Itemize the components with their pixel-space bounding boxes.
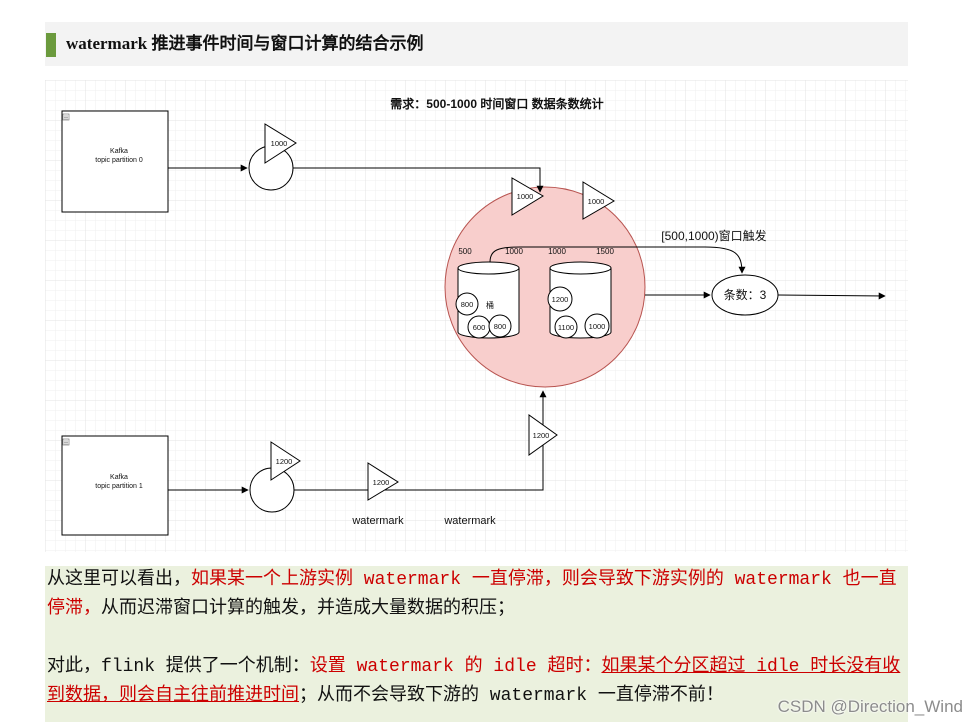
bucket-1-record-value: 600 [473,323,486,332]
kafka-partition-1-box [61,435,169,536]
bucket-1-record-value: 800 [494,322,507,331]
explanation-block: 从这里可以看出，如果某一个上游实例 watermark 一直停滞，则会导致下游实… [45,566,908,722]
paragraph-1: 从这里可以看出，如果某一个上游实例 watermark 一直停滞，则会导致下游实… [45,566,908,624]
bucket-2-record [584,313,610,339]
partition-0-subtitle: topic partition 0 [95,157,143,164]
watermark-label: watermark [443,515,496,527]
watermark-value: 1200 [276,457,293,466]
watermark-value: 1000 [271,139,288,148]
watermark-window-diagram: 需求：500-1000 时间窗口 数据条数统计 Kafka topic part… [45,80,908,552]
window-bound-label: 1000 [505,247,523,256]
paragraph-2-underlined-highlight: 如果某个分区超过 idle 时长没有收到数据，则会自主往前推进时间 [47,657,901,706]
paragraph-2-intro: 对此，flink 提供了一个机制： [47,657,310,677]
edge-window-trigger [489,246,746,274]
section-title: watermark 推进事件时间与窗口计算的结合示例 [66,34,424,53]
window-bound-label: 1500 [596,247,614,256]
bucket-label: 桶 [486,300,494,310]
bucket-2-record [547,286,573,312]
csdn-watermark: CSDN @Direction_Wind [777,697,963,716]
bucket-2-record-value: 1200 [552,295,569,304]
diagram-title: 需求：500-1000 时间窗口 数据条数统计 [390,96,603,111]
watermark-triangle [270,441,301,481]
window-bound-label: 500 [458,247,472,256]
bucket-1-record [455,292,479,316]
header-accent-bar [46,33,56,57]
window-trigger-label: [500,1000)窗口触发 [661,228,766,243]
partition-1-subtitle: topic partition 1 [95,483,143,490]
paragraph-2-conclusion: ；从而不会导致下游的 watermark 一直停滞不前！ [299,686,724,706]
result-count-text: 条数：3 [724,287,767,302]
kafka-partition-0-box [61,110,169,213]
paragraph-2-highlight: 设置 watermark 的 idle 超时： [309,657,602,677]
watermark-triangle [511,177,544,216]
bucket-1-record-value: 800 [461,300,474,309]
watermark-value: 1000 [588,197,605,206]
partition-1-name: Kafka [110,474,128,481]
watermark-triangle [367,462,399,501]
paragraph-1-conclusion: 从而迟滞窗口计算的触发，并造成大量数据的积压； [101,599,515,619]
bucket-2-record-value: 1000 [589,322,606,331]
result-count-node [711,274,779,316]
bucket-2-record-value: 1100 [558,323,574,332]
section-header: watermark 推进事件时间与窗口计算的结合示例 [45,22,908,66]
edge-result-output [777,292,886,300]
watermark-value: 1200 [373,478,390,487]
container-menu-icon [62,438,70,446]
watermark-value: 1200 [533,431,550,440]
paragraph-1-intro: 从这里可以看出， [47,570,191,590]
partition-0-name: Kafka [110,148,128,155]
window-bound-label: 1000 [548,247,566,256]
watermark-triangle [582,181,615,220]
watermark-triangle [528,414,558,456]
watermark-label: watermark [351,515,404,527]
watermark-value: 1000 [517,192,534,201]
bucket-1-record [488,314,512,338]
bucket-2-record [554,315,578,339]
watermark-triangle [264,123,297,164]
paragraph-2: 对此，flink 提供了一个机制：设置 watermark 的 idle 超时：… [45,653,908,711]
paragraph-1-highlight: 如果某一个上游实例 watermark 一直停滞，则会导致下游实例的 water… [47,570,897,619]
container-menu-icon [62,113,70,121]
edge-node-0-to-window [293,167,544,193]
